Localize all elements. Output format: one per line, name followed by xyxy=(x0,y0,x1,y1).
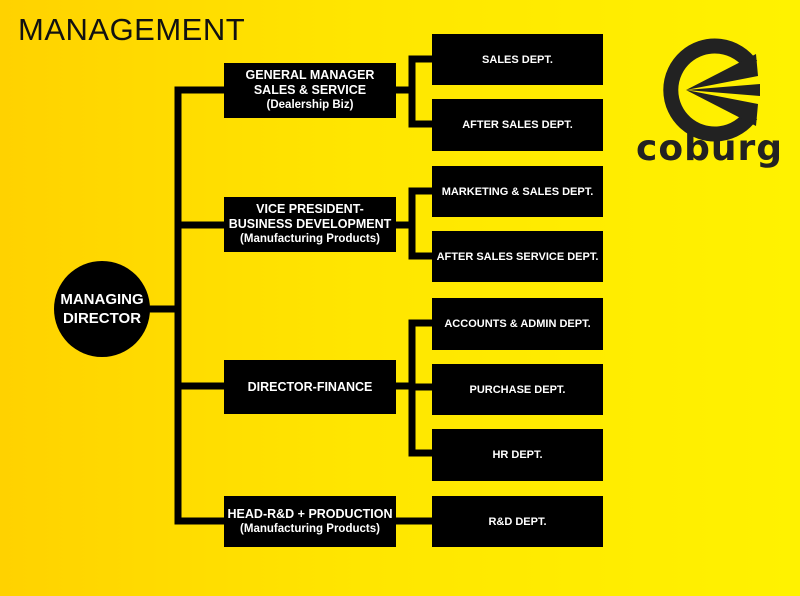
logo-wordmark: coburg xyxy=(636,128,783,169)
md-line2: DIRECTOR xyxy=(62,310,142,327)
dept-rd: R&D DEPT. xyxy=(432,496,603,547)
mgr-subline: (Dealership Biz) xyxy=(266,99,354,111)
coburg-logo-icon xyxy=(663,38,760,142)
md-line1: MANAGING xyxy=(60,291,144,308)
managing-director-node: MANAGING DIRECTOR xyxy=(54,261,150,357)
dept-purchase: PURCHASE DEPT. xyxy=(432,364,603,415)
mgr-line: DIRECTOR-FINANCE xyxy=(247,379,373,394)
manager-vp-business-dev: VICE PRESIDENT- BUSINESS DEVELOPMENT (Ma… xyxy=(224,197,396,252)
mgr-line: HEAD-R&D + PRODUCTION xyxy=(227,506,393,521)
mgr-subline: (Manufacturing Products) xyxy=(240,522,380,535)
page-title: MANAGEMENT xyxy=(18,12,246,47)
coburg-logo: coburg xyxy=(636,38,783,169)
mgr-subline: (Manufacturing Products) xyxy=(240,233,380,245)
dept-marketing-sales: MARKETING & SALES DEPT. xyxy=(432,166,603,217)
dept-after-sales: AFTER SALES DEPT. xyxy=(432,99,603,151)
mgr-line: VICE PRESIDENT- xyxy=(256,202,364,216)
dept-hr: HR DEPT. xyxy=(432,429,603,481)
mgr-line: SALES & SERVICE xyxy=(253,83,367,97)
manager-head-rd-production: HEAD-R&D + PRODUCTION (Manufacturing Pro… xyxy=(224,496,396,547)
mgr-line: BUSINESS DEVELOPMENT xyxy=(228,217,392,231)
dept-sales: SALES DEPT. xyxy=(432,34,603,85)
dept-accounts-admin: ACCOUNTS & ADMIN DEPT. xyxy=(432,298,603,350)
manager-gm-sales-service: GENERAL MANAGER SALES & SERVICE (Dealers… xyxy=(224,63,396,118)
manager-director-finance: DIRECTOR-FINANCE xyxy=(224,360,396,414)
dept-after-sales-service: AFTER SALES SERVICE DEPT. xyxy=(432,231,603,282)
mgr-line: GENERAL MANAGER xyxy=(245,68,375,82)
